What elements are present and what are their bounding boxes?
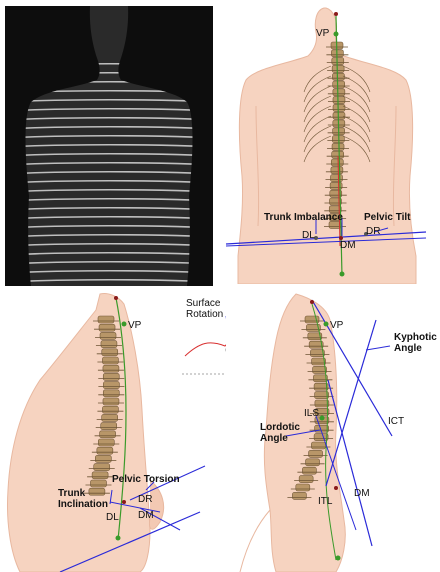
vertebra [311,442,325,449]
lordotic-angle-line1: Lordotic [260,422,300,433]
lordotic-angle-line2: Angle [260,433,288,444]
ils-label: ILS [304,408,319,419]
vertebra [333,104,345,111]
vertebra [306,459,320,466]
vertebra [313,366,327,373]
vp-label: VP [316,28,329,39]
vertebra [331,167,343,174]
vertebra [332,65,344,72]
kyphotic-angle-label: Kyphotic Angle [394,332,437,354]
vertebra [330,175,342,182]
stripe-projection-photo [5,6,213,286]
kyphotic-angle-line2: Angle [394,343,422,354]
vertebra [315,400,329,407]
vertebra [333,97,345,104]
vertebra [333,81,345,88]
vertebra [333,89,345,96]
vertebra [302,467,316,474]
dl-label: DL [302,230,315,241]
vp-label: VP [330,320,343,331]
dm-label: DM [340,240,356,251]
back-silhouette-figure [5,6,213,286]
itl-label: ITL [318,496,332,507]
pelvic-tilt-label: Pelvic Tilt [364,212,411,223]
lordotic-angle-label: Lordotic Angle [260,422,300,444]
vertebra [331,159,343,166]
vertebra [314,434,328,441]
posterior-view-panel: VP Trunk Imbalance Pelvic Tilt DL DR DM [216,6,436,284]
vertebra [314,383,328,390]
dr-label: DR [366,226,380,237]
vertebra [292,492,306,499]
trunk-imbalance-label: Trunk Imbalance [264,212,343,223]
surface-rotation-line1: Surface [186,298,220,309]
kyphotic-angle-line1: Kyphotic [394,332,437,343]
vertebra [315,392,329,399]
posterior-model-figure [216,6,436,284]
surface-rotation-label: Surface Rotation [186,298,223,320]
vertebra [296,484,310,491]
vertebra [332,143,344,150]
vertebra [299,476,313,483]
lateral-view-panel: VP Kyphotic Angle ICT ILS Lordotic Angle… [226,290,440,572]
vertebra [332,73,344,80]
vertebra [309,450,323,457]
surface-rotation-line2: Rotation [186,309,223,320]
ict-label: ICT [388,416,404,427]
vertebra [332,58,344,65]
dm-label: DM [354,488,370,499]
vertebra [313,375,327,382]
